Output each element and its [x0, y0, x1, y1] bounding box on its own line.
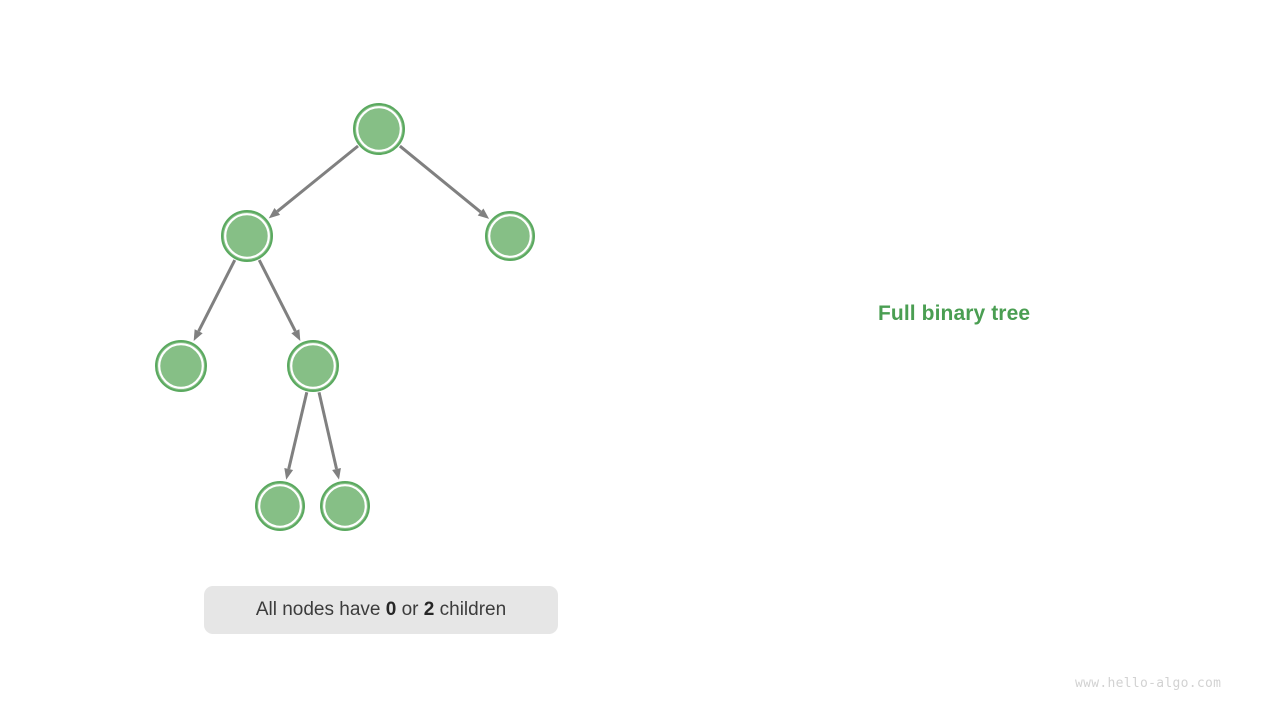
- tree-node-circle: [255, 481, 305, 531]
- tree-node[interactable]: [353, 103, 405, 155]
- tree-node-circle: [320, 481, 370, 531]
- tree-edge-arrowhead: [193, 329, 203, 342]
- tree-edge-arrowhead: [332, 467, 341, 480]
- tree-edge-arrowhead: [291, 329, 301, 342]
- tree-node-circle: [353, 103, 405, 155]
- tree-node-ring: [224, 213, 270, 259]
- tree-node-ring: [158, 343, 204, 389]
- tree-node[interactable]: [155, 340, 207, 392]
- caption-text: All nodes have 0 or 2 children: [256, 599, 506, 621]
- caption-bold-two: 2: [423, 599, 435, 620]
- tree-node-ring: [258, 484, 302, 528]
- tree-edge: [257, 259, 297, 332]
- caption-box: All nodes have 0 or 2 children: [204, 586, 558, 634]
- tree-node[interactable]: [320, 481, 370, 531]
- tree-node-circle: [221, 210, 273, 262]
- tree-node-ring: [356, 106, 402, 152]
- page-title: Full binary tree: [878, 302, 1031, 325]
- tree-node-circle: [155, 340, 207, 392]
- tree-node[interactable]: [485, 211, 535, 261]
- tree-edge-arrowhead: [477, 208, 490, 219]
- tree-edges-layer: [193, 144, 490, 480]
- caption-bold-zero: 0: [385, 599, 397, 620]
- tree-node[interactable]: [287, 340, 339, 392]
- tree-node-ring: [488, 214, 532, 258]
- tree-node[interactable]: [221, 210, 273, 262]
- tree-edge: [287, 391, 309, 470]
- tree-edge: [197, 259, 237, 332]
- tree-node-circle: [287, 340, 339, 392]
- tree-node-ring: [290, 343, 336, 389]
- caption-suffix: children: [434, 599, 507, 620]
- tree-node-circle: [485, 211, 535, 261]
- caption-prefix: All nodes have: [255, 599, 386, 620]
- tree-edge-arrowhead: [284, 467, 294, 480]
- tree-edge: [317, 391, 338, 470]
- tree-edge-arrowhead: [268, 207, 281, 219]
- tree-nodes-layer: [155, 103, 535, 531]
- tree-edge: [398, 144, 482, 214]
- tree-node-ring: [323, 484, 367, 528]
- caption-middle: or: [396, 599, 424, 620]
- watermark-url: www.hello-algo.com: [1075, 676, 1222, 691]
- tree-edge: [276, 144, 359, 213]
- tree-node[interactable]: [255, 481, 305, 531]
